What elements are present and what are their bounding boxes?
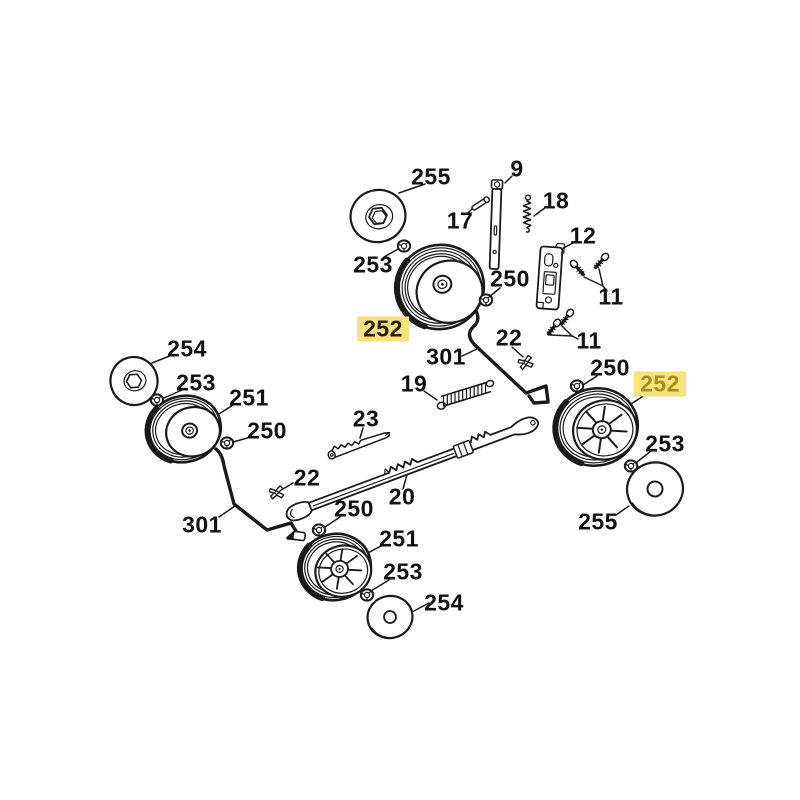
- part-label-11-lower: 11: [576, 327, 602, 354]
- hubcap-254-left: [109, 355, 159, 407]
- part-label-252-right-highlighted: 252: [634, 371, 686, 397]
- part-label-11-upper: 11: [598, 283, 624, 310]
- part-label-251-bottom: 251: [379, 525, 419, 552]
- clip-22-lower: [268, 485, 285, 500]
- part-label-17: 17: [446, 207, 474, 234]
- axle-301-upper: [467, 304, 550, 405]
- part-label-250-left: 250: [247, 417, 287, 444]
- part-label-251-left: 251: [229, 384, 269, 411]
- nut-250-right: [569, 379, 585, 393]
- leader-lines: [151, 175, 652, 613]
- part-label-22-upper: 22: [495, 324, 523, 351]
- part-label-250-bottom: 250: [334, 495, 374, 522]
- part-label-23: 23: [352, 405, 380, 432]
- part-label-255-top: 255: [411, 163, 451, 190]
- part-label-253-bottom: 253: [383, 558, 423, 585]
- part-label-255-right: 255: [578, 508, 618, 535]
- wheel-251-bottom: [296, 532, 373, 602]
- wheel-251-left: [144, 394, 223, 464]
- part-label-22-lower: 22: [293, 464, 321, 491]
- part-label-253-right: 253: [645, 430, 685, 457]
- clip-22-upper: [517, 354, 534, 371]
- part-label-250-top: 250: [490, 265, 530, 292]
- part-label-19: 19: [400, 370, 428, 397]
- part-label-301-lower: 301: [182, 511, 222, 538]
- hubcap-254-bottom: [366, 594, 414, 640]
- axle-301-lower: [214, 447, 307, 542]
- wheel-252-top: [393, 243, 486, 331]
- nut-250-top: [478, 293, 494, 307]
- nut-253-left: [149, 393, 165, 407]
- hubcap-255-right: [625, 461, 685, 517]
- pin-17: [471, 196, 490, 211]
- bar-20: [285, 416, 540, 522]
- part-label-253-top: 253: [353, 251, 393, 278]
- nut-253-top: [396, 239, 412, 253]
- part-label-252-top-highlighted: 252: [357, 316, 409, 342]
- hubcap-255-top: [349, 188, 407, 244]
- part-label-254-left: 254: [167, 335, 207, 362]
- bracket-12: [535, 242, 566, 311]
- part-label-12: 12: [569, 222, 597, 249]
- screws-11-lower: [546, 308, 575, 336]
- nut-253-bottom: [359, 588, 375, 602]
- rod-9: [488, 179, 504, 270]
- part-label-18: 18: [542, 187, 570, 214]
- spring-18: [522, 194, 532, 233]
- nut-250-left: [219, 436, 235, 450]
- screws-11-upper: [569, 252, 610, 277]
- part-label-9: 9: [510, 155, 524, 182]
- part-label-253-left: 253: [176, 369, 216, 396]
- spring-19: [436, 379, 495, 410]
- wheel-252-right: [552, 386, 640, 468]
- part-label-20: 20: [388, 483, 416, 510]
- nut-250-bottom: [311, 523, 327, 537]
- part-label-301-upper: 301: [426, 343, 466, 370]
- link-23: [327, 431, 391, 460]
- nut-253-right: [623, 459, 639, 473]
- part-label-250-right: 250: [590, 354, 630, 381]
- part-label-254-bottom: 254: [424, 589, 464, 616]
